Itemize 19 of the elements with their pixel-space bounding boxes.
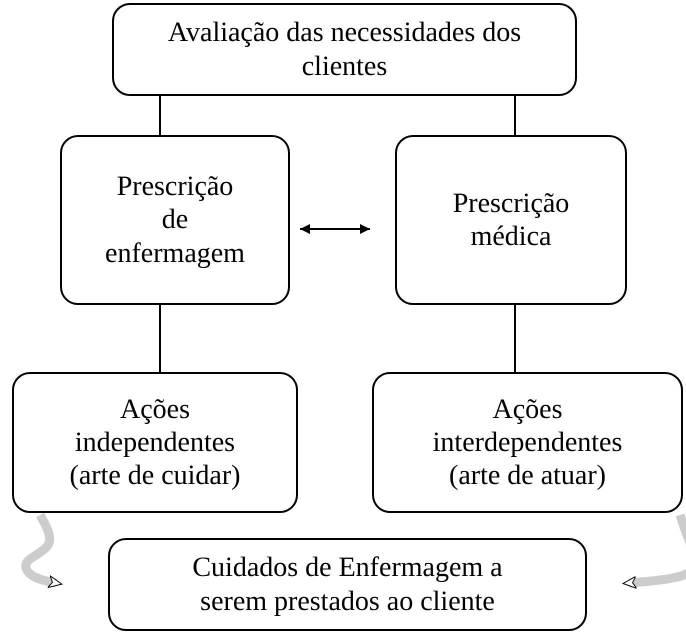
arrow — [300, 224, 370, 234]
box-label: Cuidados de Enfermagem a serem prestados ao cliente — [191, 551, 504, 618]
rounded-box — [60, 135, 290, 305]
rounded-box — [395, 135, 627, 305]
curved-arrow — [21, 512, 62, 588]
connector-line — [514, 305, 516, 372]
connector-line — [159, 96, 161, 135]
connector-line — [514, 96, 516, 135]
box-label: Prescrição médica — [452, 186, 570, 254]
connector-line — [159, 305, 161, 372]
rounded-box — [108, 538, 587, 631]
box-label: Avaliação das necessidades dos clientes — [166, 16, 522, 83]
curved-arrow — [622, 514, 686, 589]
rounded-box — [372, 372, 683, 513]
box-label: Ações interdependentes (arte de atuar) — [432, 392, 622, 492]
rounded-box — [112, 3, 577, 96]
rounded-box — [12, 372, 298, 513]
box-label: Prescrição de enfermagem — [105, 170, 245, 270]
box-label: Ações independentes (arte de cuidar) — [69, 392, 241, 492]
